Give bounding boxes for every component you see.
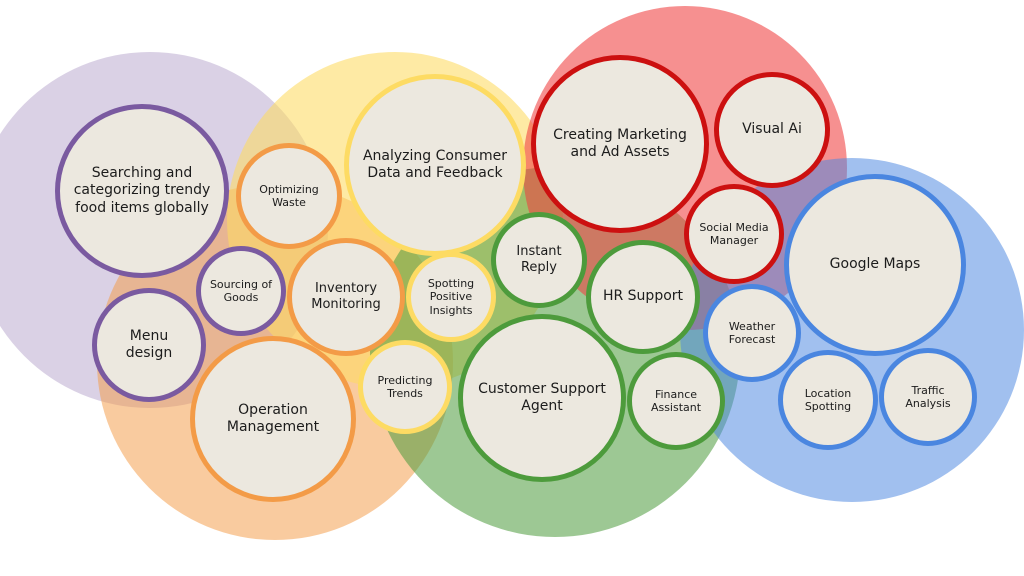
node-social-media-manager: Social Media Manager (684, 184, 784, 284)
node-spotting-positive-insights: Spotting Positive Insights (406, 252, 496, 342)
node-google-maps: Google Maps (784, 174, 966, 356)
node-traffic-analysis: Traffic Analysis (879, 348, 977, 446)
node-sourcing-of-goods: Sourcing of Goods (196, 246, 286, 336)
node-instant-reply: Instant Reply (491, 212, 587, 308)
node-weather-forecast: Weather Forecast (703, 284, 801, 382)
node-analyzing-consumer-data: Analyzing Consumer Data and Feedback (344, 74, 526, 256)
node-hr-support: HR Support (586, 240, 700, 354)
node-operation-management: Operation Management (190, 336, 356, 502)
node-location-spotting: Location Spotting (778, 350, 878, 450)
node-menu-design: Menu design (92, 288, 206, 402)
node-finance-assistant: Finance Assistant (627, 352, 725, 450)
node-predicting-trends: Predicting Trends (358, 340, 452, 434)
node-creating-marketing-ad-assets: Creating Marketing and Ad Assets (531, 55, 709, 233)
node-optimizing-waste: Optimizing Waste (236, 143, 342, 249)
node-searching-trendy-food: Searching and categorizing trendy food i… (55, 104, 229, 278)
node-customer-support-agent: Customer Support Agent (458, 314, 626, 482)
node-visual-ai: Visual Ai (714, 72, 830, 188)
node-inventory-monitoring: Inventory Monitoring (287, 238, 405, 356)
